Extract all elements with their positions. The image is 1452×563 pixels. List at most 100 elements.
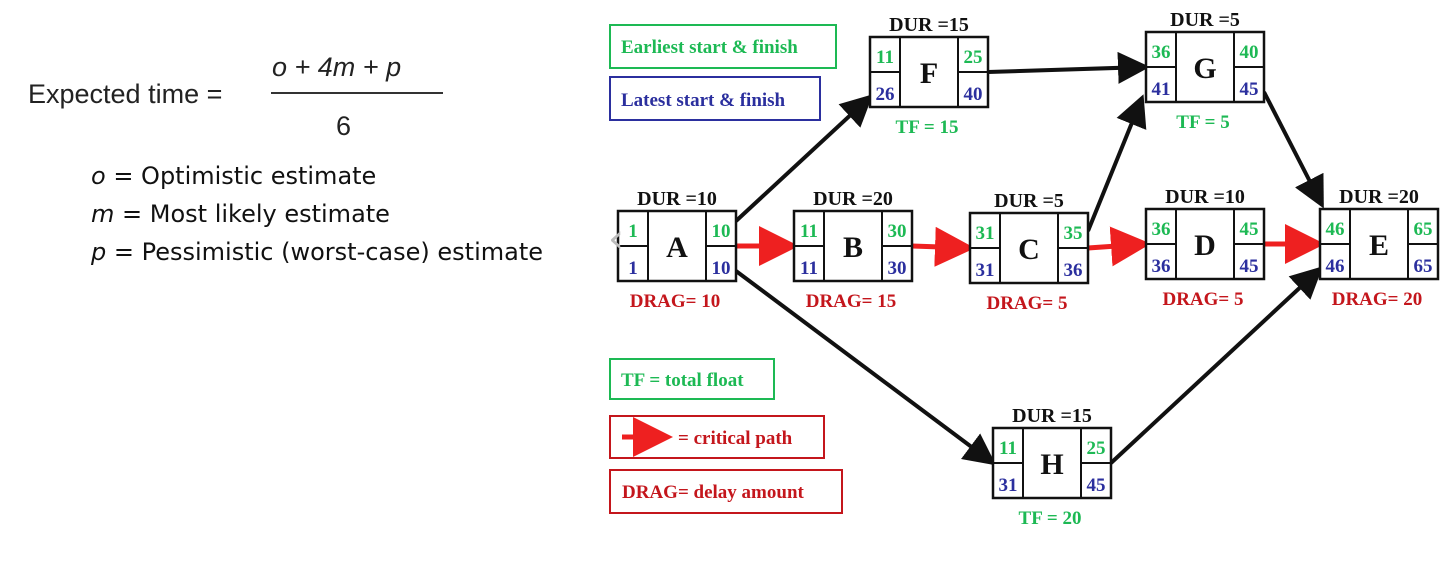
- variable-definitions: o = Optimistic estimate m = Most likely …: [91, 157, 543, 271]
- node-late-finish: 40: [964, 84, 983, 105]
- definition-var: p: [91, 238, 107, 266]
- definition-text: = Most likely estimate: [114, 200, 390, 228]
- node-late-finish: 65: [1414, 256, 1433, 277]
- node-name: F: [920, 57, 938, 90]
- node-early-finish: 65: [1414, 219, 1433, 240]
- edge-g-e: [1262, 91, 1324, 209]
- node-duration: DUR =10: [1165, 186, 1245, 208]
- definition-var: m: [91, 200, 115, 228]
- node-duration: DUR =5: [994, 190, 1064, 212]
- expected-time-formula: Expected time = o + 4m + p 6: [0, 0, 600, 300]
- node-early-start: 11: [876, 47, 894, 68]
- node-late-start: 11: [800, 258, 818, 279]
- node-duration: DUR =5: [1170, 9, 1240, 31]
- node-late-finish: 45: [1240, 256, 1259, 277]
- node-late-start: 31: [976, 260, 995, 281]
- definition-text: = Pessimistic (worst-case) estimate: [106, 238, 544, 266]
- node-late-start: 36: [1152, 256, 1171, 277]
- node-early-finish: 40: [1240, 42, 1259, 63]
- edge-c-g: [1086, 94, 1147, 232]
- node-early-start: 31: [976, 223, 995, 244]
- node-early-start: 36: [1152, 219, 1171, 240]
- legend-drag-box: [609, 469, 843, 514]
- legend-latest-text: Latest start & finish: [621, 90, 786, 111]
- definition-text: = Optimistic estimate: [105, 162, 377, 190]
- node-early-start: 1: [628, 221, 638, 242]
- node-late-start: 31: [999, 475, 1018, 496]
- node-late-finish: 45: [1087, 475, 1106, 496]
- node-total-float: TF = 20: [1019, 508, 1082, 529]
- node-early-finish: 25: [964, 47, 983, 68]
- legend-critical-box: [609, 415, 825, 459]
- node-late-finish: 10: [712, 258, 731, 279]
- node-drag: DRAG= 5: [1162, 289, 1243, 310]
- node-early-start: 36: [1152, 42, 1171, 63]
- legend-earliest-box: [609, 24, 837, 69]
- node-drag: DRAG= 5: [986, 293, 1067, 314]
- edge-h-e: [1109, 266, 1323, 465]
- node-duration: DUR =20: [1339, 186, 1419, 208]
- node-duration: DUR =20: [813, 188, 893, 210]
- node-name: A: [666, 231, 688, 264]
- fraction-bar: [271, 92, 443, 94]
- formula-numerator: o + 4m + p: [272, 52, 402, 82]
- legend-latest-box: [609, 76, 821, 121]
- legend-tf-text: TF = total float: [621, 370, 744, 391]
- edge-f-g: [987, 51, 1150, 84]
- node-early-finish: 25: [1087, 438, 1106, 459]
- legend-critical-text: = critical path: [678, 428, 793, 449]
- node-early-finish: 35: [1064, 223, 1083, 244]
- legend-earliest-text: Earliest start & finish: [621, 37, 798, 58]
- node-name: E: [1369, 229, 1389, 262]
- node-name: C: [1018, 233, 1040, 266]
- node-drag: DRAG= 10: [630, 291, 721, 312]
- node-late-start: 1: [628, 258, 638, 279]
- node-early-start: 11: [800, 221, 818, 242]
- node-duration: DUR =15: [889, 14, 969, 36]
- edges: [734, 51, 1325, 466]
- prev-slide-icon[interactable]: ‹: [608, 216, 624, 262]
- node-name: H: [1040, 448, 1063, 481]
- node-duration: DUR =10: [637, 188, 717, 210]
- node-late-start: 46: [1326, 256, 1345, 277]
- legend-drag-text: DRAG= delay amount: [622, 482, 805, 503]
- edge-b-c-critical: [911, 226, 975, 267]
- node-early-start: 46: [1326, 219, 1345, 240]
- node-early-finish: 30: [888, 221, 907, 242]
- node-late-start: 41: [1152, 79, 1171, 100]
- legend: Earliest start & finish Latest start & f…: [609, 24, 843, 514]
- node-name: B: [843, 231, 863, 264]
- node-early-finish: 45: [1240, 219, 1259, 240]
- node-name: G: [1193, 52, 1216, 85]
- edge-a-f: [734, 94, 873, 223]
- edge-a-h: [734, 269, 997, 466]
- edge-c-d-critical: [1087, 226, 1151, 267]
- definition-p: p = Pessimistic (worst-case) estimate: [91, 233, 543, 271]
- node-late-start: 26: [876, 84, 895, 105]
- node-early-start: 11: [999, 438, 1017, 459]
- definition-m: m = Most likely estimate: [91, 195, 543, 233]
- node-duration: DUR =15: [1012, 405, 1092, 427]
- definition-var: o: [91, 162, 106, 190]
- node-drag: DRAG= 15: [806, 291, 897, 312]
- definition-o: o = Optimistic estimate: [91, 157, 543, 195]
- legend-tf-box: [609, 358, 775, 400]
- node-total-float: TF = 5: [1176, 112, 1229, 133]
- node-total-float: TF = 15: [896, 117, 959, 138]
- node-late-finish: 30: [888, 258, 907, 279]
- node-late-finish: 36: [1064, 260, 1083, 281]
- node-g: DUR =5 G 36 40 41 45 TF = 5: [1144, 9, 1266, 133]
- node-early-finish: 10: [712, 221, 731, 242]
- node-drag: DRAG= 20: [1332, 289, 1423, 310]
- node-late-finish: 45: [1240, 79, 1259, 100]
- node-name: D: [1194, 229, 1216, 262]
- formula-denominator: 6: [336, 111, 352, 141]
